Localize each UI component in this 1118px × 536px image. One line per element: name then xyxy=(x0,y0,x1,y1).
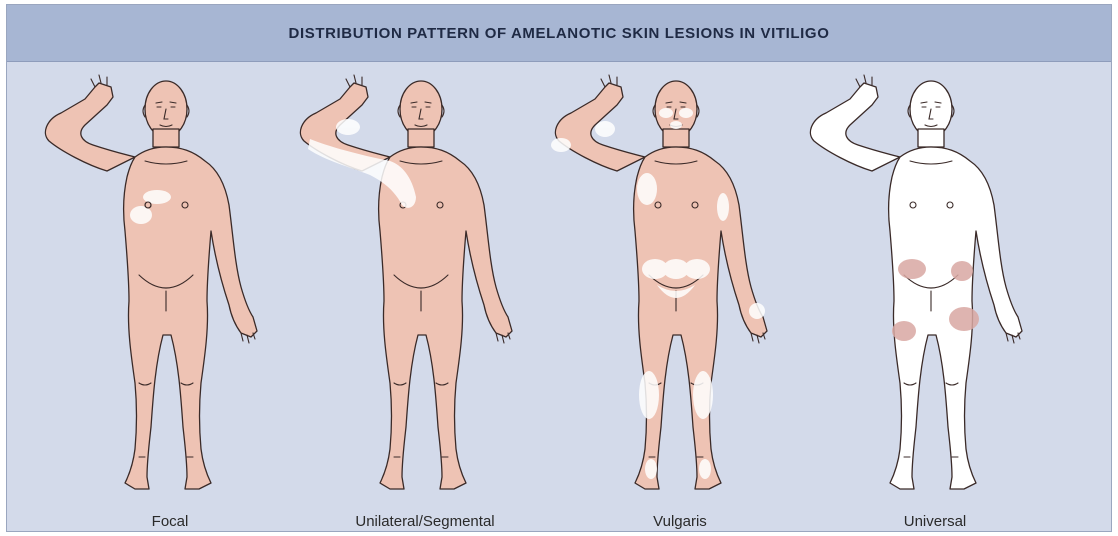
body-figure xyxy=(555,75,767,489)
title-bar: DISTRIBUTION PATTERN OF AMELANOTIC SKIN … xyxy=(7,5,1111,62)
figure-segmental xyxy=(290,65,560,507)
caption-segmental: Unilateral/Segmental xyxy=(290,513,560,530)
figure-vulgaris xyxy=(545,65,815,507)
body-illustration-segmental xyxy=(290,65,560,507)
body-figure xyxy=(45,75,257,489)
caption-focal: Focal xyxy=(35,513,305,530)
body-illustration-vulgaris xyxy=(545,65,815,507)
body-illustration-focal xyxy=(35,65,305,507)
body-figure xyxy=(300,75,512,489)
figure-focal xyxy=(35,65,305,507)
body-figure xyxy=(810,75,1022,489)
body-illustration-universal xyxy=(800,65,1070,507)
caption-vulgaris: Vulgaris xyxy=(545,513,815,530)
diagram-frame: DISTRIBUTION PATTERN OF AMELANOTIC SKIN … xyxy=(6,4,1112,532)
caption-universal: Universal xyxy=(800,513,1070,530)
figure-universal xyxy=(800,65,1070,507)
diagram-title: DISTRIBUTION PATTERN OF AMELANOTIC SKIN … xyxy=(289,25,830,42)
